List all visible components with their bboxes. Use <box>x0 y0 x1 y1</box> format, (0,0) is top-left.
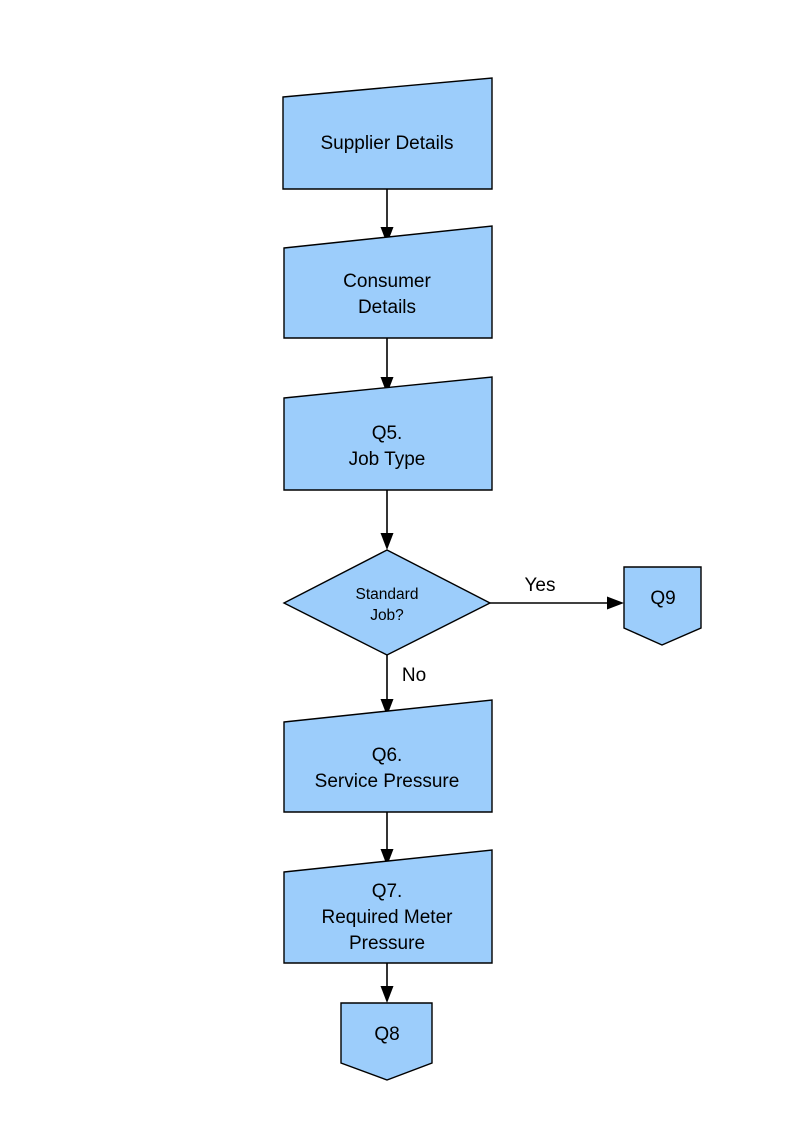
q6-service-pressure-label-line2: Service Pressure <box>315 771 460 792</box>
q7-required-meter-pressure-label-line2: Required Meter <box>322 907 454 928</box>
q7-required-meter-pressure-shape[interactable] <box>283 849 493 964</box>
connector-consumer-to-q5 <box>380 338 394 394</box>
q5-job-type-shape[interactable] <box>283 376 493 491</box>
node-q7-required-meter-pressure[interactable]: Q7. Required Meter Pressure <box>283 849 493 964</box>
connector-q6-to-q7 <box>380 812 394 866</box>
node-q8[interactable]: Q8 <box>340 1002 433 1081</box>
q8-label: Q8 <box>374 1024 399 1045</box>
q9-shape[interactable] <box>623 566 702 646</box>
q9-label: Q9 <box>650 588 675 609</box>
node-consumer-details[interactable]: Consumer Details <box>283 225 493 339</box>
standard-job-decision-shape[interactable] <box>282 549 492 656</box>
q7-required-meter-pressure-label-line3: Pressure <box>349 933 425 954</box>
q7-required-meter-pressure-label-line1: Q7. <box>372 881 403 902</box>
q8-shape[interactable] <box>340 1002 433 1081</box>
supplier-details-shape[interactable] <box>282 77 493 190</box>
node-q9[interactable]: Q9 <box>623 566 702 646</box>
q6-service-pressure-shape[interactable] <box>283 699 493 813</box>
connector-q7-to-q8 <box>380 963 394 1003</box>
q5-job-type-label-line1: Q5. <box>372 423 403 444</box>
connector-q5-to-decision <box>380 490 394 550</box>
q6-service-pressure-label-line1: Q6. <box>372 745 403 766</box>
connector-decision-to-q6 <box>380 655 394 716</box>
standard-job-decision-label-line2: Job? <box>370 607 404 624</box>
q5-job-type-label-line2: Job Type <box>349 449 426 470</box>
standard-job-decision-label-line1: Standard <box>356 586 419 603</box>
consumer-details-shape[interactable] <box>283 225 493 339</box>
connector-decision-to-q9 <box>490 596 624 610</box>
node-standard-job-decision[interactable]: Standard Job? <box>282 549 492 656</box>
consumer-details-label-line1: Consumer <box>343 271 431 292</box>
supplier-details-label-line1: Supplier Details <box>320 133 453 154</box>
node-q6-service-pressure[interactable]: Q6. Service Pressure <box>283 699 493 813</box>
edge-label-yes: Yes <box>525 575 556 596</box>
edge-label-no: No <box>402 665 426 686</box>
connector-supplier-to-consumer <box>380 189 394 244</box>
consumer-details-label-line2: Details <box>358 297 416 318</box>
node-q5-job-type[interactable]: Q5. Job Type <box>283 376 493 491</box>
node-supplier-details[interactable]: Supplier Details <box>282 77 493 190</box>
